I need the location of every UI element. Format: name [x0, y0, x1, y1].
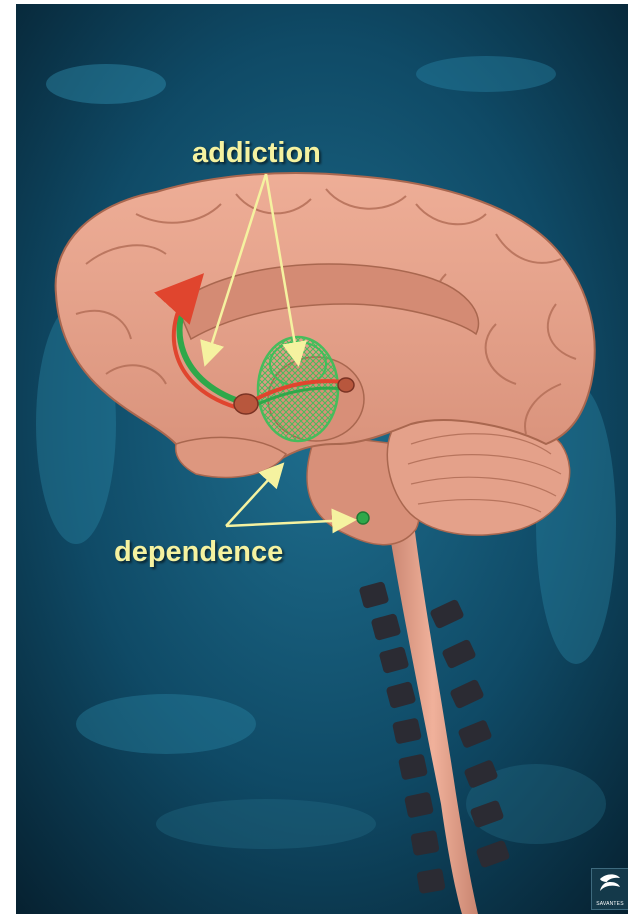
addiction-label: addiction	[192, 137, 321, 170]
logo-mark	[592, 869, 628, 899]
locus-coeruleus	[357, 512, 369, 524]
diagram-canvas	[16, 4, 628, 914]
vta-nucleus	[338, 378, 354, 392]
nucleus-accumbens	[234, 394, 258, 414]
dependence-label: dependence	[114, 536, 283, 569]
logo-text: SAVANTES	[592, 901, 628, 907]
brain-diagram: addiction dependence SAVANTES	[16, 4, 628, 914]
logo-icon: SAVANTES	[591, 868, 628, 910]
